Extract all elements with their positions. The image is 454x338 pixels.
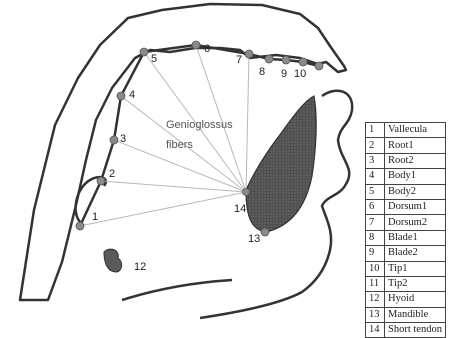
legend-number: 10 — [365, 260, 385, 277]
marker-9 — [281, 55, 291, 65]
legend-name: Mandible — [384, 306, 446, 324]
marker-label-5: 5 — [151, 53, 157, 65]
legend-number: 11 — [365, 275, 385, 293]
hyoid-bone — [103, 248, 123, 273]
marker-5 — [139, 47, 149, 57]
marker-label-12: 12 — [134, 261, 146, 273]
marker-11 — [314, 61, 324, 71]
marker-label-4: 4 — [129, 89, 135, 101]
legend-number: 3 — [365, 152, 385, 170]
marker-6 — [191, 40, 201, 50]
marker-label-1: 1 — [92, 211, 98, 223]
marker-label-10: 10 — [294, 68, 306, 80]
fiber-line-6 — [195, 44, 247, 193]
marker-2 — [96, 176, 106, 186]
legend-number: 9 — [365, 245, 385, 262]
legend-name: Hyoid — [384, 291, 446, 308]
marker-14 — [242, 188, 250, 196]
fiber-line-7 — [245, 53, 250, 193]
marker-label-13: 13 — [248, 233, 260, 245]
marker-13 — [260, 227, 270, 237]
legend-name: Root1 — [384, 137, 446, 154]
marker-4 — [116, 91, 126, 101]
legend-name: Tip1 — [384, 260, 446, 277]
jaw-outline — [121, 278, 233, 302]
legend-number: 2 — [365, 137, 385, 154]
legend-name: Body2 — [384, 183, 446, 200]
marker-label-2: 2 — [109, 168, 115, 180]
legend-number: 13 — [365, 306, 385, 324]
lip-outline — [199, 89, 354, 320]
genioglossus-muscle — [245, 95, 317, 233]
fiber-line-3 — [113, 139, 247, 193]
legend-name: Root2 — [384, 152, 446, 170]
marker-8 — [264, 54, 274, 64]
legend-name: Tip2 — [384, 275, 446, 293]
fiber-label-line2: fibers — [166, 139, 193, 151]
legend-number: 1 — [365, 121, 385, 139]
legend-number: 7 — [365, 214, 385, 231]
legend-name: Dorsum1 — [384, 198, 446, 216]
center-label: 14 — [234, 203, 246, 215]
fiber-line-2 — [100, 180, 247, 193]
marker-1 — [75, 221, 85, 231]
marker-10 — [298, 57, 308, 67]
legend-name: Blade1 — [384, 229, 446, 247]
marker-3 — [109, 135, 119, 145]
marker-label-9: 9 — [281, 68, 287, 80]
genioglossus-fiber-lines — [79, 44, 250, 227]
marker-label-7: 7 — [236, 54, 242, 66]
legend-number: 12 — [365, 291, 385, 308]
marker-label-8: 8 — [259, 66, 265, 78]
fiber-line-5 — [143, 51, 247, 193]
marker-7 — [244, 49, 254, 59]
legend-name: Vallecula — [384, 121, 446, 139]
epiglottis-outline — [74, 175, 107, 225]
fiber-label-line1: Genioglossus — [166, 119, 233, 131]
legend-name: Short tendon — [384, 322, 446, 338]
legend-number: 8 — [365, 229, 385, 247]
legend-name: Blade2 — [384, 245, 446, 262]
marker-label-3: 3 — [120, 133, 126, 145]
fiber-line-4 — [120, 95, 247, 193]
fiber-line-1 — [79, 191, 247, 227]
legend-name: Body1 — [384, 168, 446, 185]
legend-number: 5 — [365, 183, 385, 200]
legend-name: Dorsum2 — [384, 214, 446, 231]
legend-number: 6 — [365, 198, 385, 216]
marker-label-6: 6 — [204, 43, 210, 55]
legend-number: 4 — [365, 168, 385, 185]
legend-number: 14 — [365, 322, 385, 338]
